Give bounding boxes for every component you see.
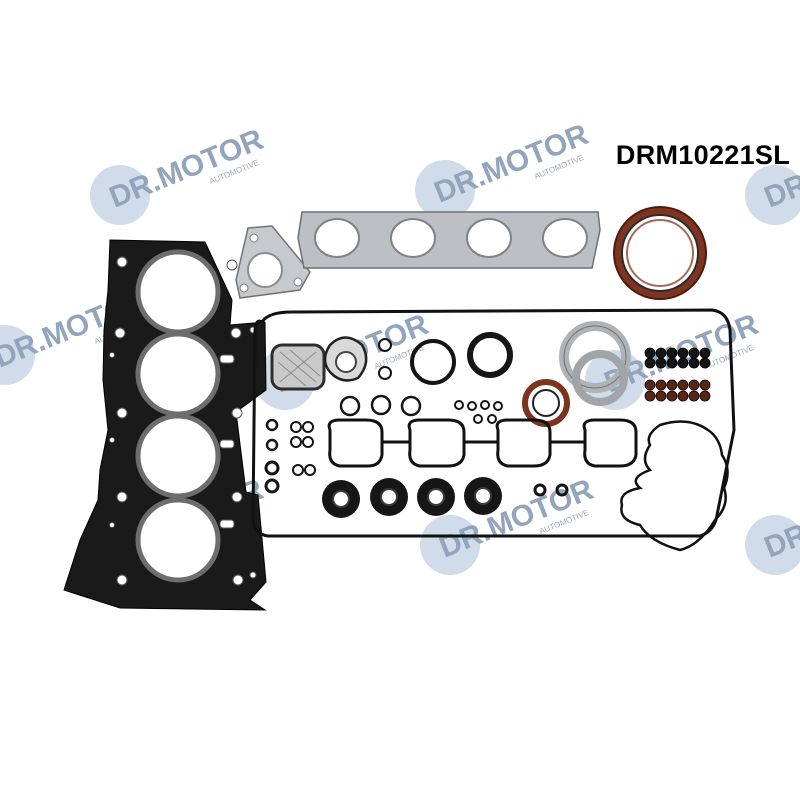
valve-stem-seal — [655, 390, 667, 402]
valve-stem-seal — [699, 390, 711, 402]
valve-stem-seal — [655, 357, 667, 369]
timing-cover-gasket — [620, 420, 729, 552]
valve-stem-seal — [644, 390, 656, 402]
watermark-badge — [420, 515, 480, 575]
watermark-badge — [745, 515, 800, 575]
product-code: DRM10221SL — [615, 140, 790, 170]
valve-stem-seal — [688, 347, 700, 359]
watermark-badge — [90, 165, 150, 225]
valve-stem-seal — [699, 379, 711, 391]
valve-stem-seal — [677, 390, 689, 402]
valve-stem-seal — [666, 347, 678, 359]
valve-stem-seal — [644, 357, 656, 369]
valve-stem-seal — [666, 390, 678, 402]
camshaft-seals — [467, 332, 570, 427]
valve-stem-seal — [677, 347, 689, 359]
valve-stem-seal — [699, 357, 711, 369]
flange-gasket — [235, 225, 311, 299]
valve-stem-seal — [655, 347, 667, 359]
valve-stem-seal — [688, 390, 700, 402]
watermark-badge — [415, 160, 475, 220]
exhaust-ring-gaskets — [559, 321, 631, 406]
crankshaft-oil-seal — [613, 206, 707, 300]
valve-stem-seal — [666, 379, 678, 391]
watermark-badge — [0, 325, 35, 385]
valve-stem-seals — [644, 347, 711, 402]
valve-stem-seal — [688, 379, 700, 391]
intake-manifold-gasket — [327, 418, 638, 468]
valve-stem-seal — [677, 357, 689, 369]
water-outlet-gasket — [323, 336, 368, 382]
o-ring-set — [264, 338, 569, 497]
valve-stem-seal — [655, 379, 667, 391]
valve-cover-gasket — [251, 308, 736, 538]
valve-stem-seal — [666, 357, 678, 369]
cylinder-head-gasket — [63, 239, 267, 611]
oil-strainer-gasket — [270, 343, 326, 391]
injector-seals — [322, 477, 502, 518]
valve-stem-seal — [644, 379, 656, 391]
valve-stem-seal — [699, 347, 711, 359]
watermark-badge — [745, 165, 800, 225]
exhaust-manifold-gasket — [297, 211, 601, 269]
valve-stem-seal — [677, 379, 689, 391]
valve-stem-seal — [644, 347, 656, 359]
valve-stem-seal — [688, 357, 700, 369]
